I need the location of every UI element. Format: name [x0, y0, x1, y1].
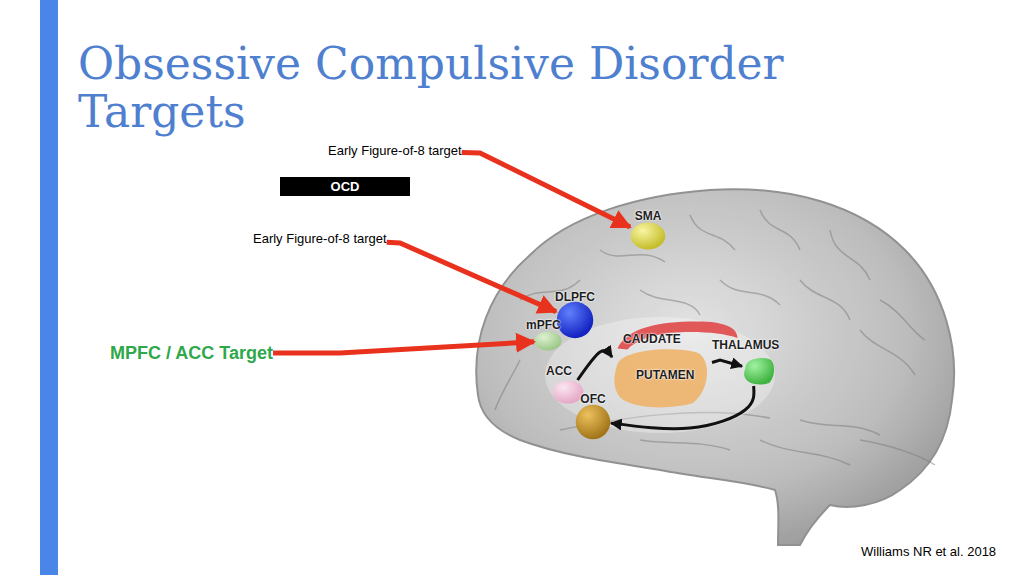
gyrus-line	[495, 360, 520, 410]
cerebellum-fissure	[860, 440, 935, 465]
region-sphere	[576, 405, 611, 440]
region-shape	[575, 404, 611, 440]
condition-box: OCD	[280, 177, 410, 196]
region-label: mPFC	[526, 318, 561, 332]
gyrus-line	[720, 280, 780, 305]
circuit-arrow	[578, 351, 612, 380]
gyrus-line	[800, 280, 850, 320]
region-label: THALAMUS	[712, 338, 779, 352]
brain-region: DLPFC	[556, 301, 594, 339]
callout-label: Early Figure-of-8 target	[253, 231, 387, 247]
region-sphere	[631, 223, 666, 250]
region-label: ACC	[546, 364, 572, 378]
circuit-arrow	[712, 360, 742, 366]
gyrus-line	[800, 420, 880, 435]
citation-text: Williams NR et al. 2018	[861, 544, 996, 559]
region-blob	[744, 358, 774, 385]
circuit-arrow	[611, 386, 754, 429]
gyrus-line	[760, 210, 800, 250]
gyrus-line	[880, 300, 925, 340]
box-label: OCD	[280, 177, 410, 196]
brain-region: SMA	[630, 222, 666, 250]
brain-gyri	[495, 210, 935, 465]
region-sphere	[557, 302, 593, 338]
brain-region: OFC	[575, 404, 611, 440]
brain-region: mPFC	[534, 331, 562, 351]
region-shape	[534, 331, 562, 351]
gyrus-line	[860, 330, 915, 375]
callout-text: Early Figure-of-8 target	[328, 143, 462, 159]
gyrus-line	[640, 440, 730, 450]
target-arrow	[273, 342, 534, 353]
region-shape	[630, 222, 666, 250]
brain-region: ACC	[552, 380, 584, 404]
callout-text: Early Figure-of-8 target	[253, 231, 387, 247]
target-arrow	[387, 242, 556, 311]
region-label: CAUDATE	[623, 332, 681, 346]
brain-region: PUTAMEN	[612, 346, 712, 410]
gyrus-line	[830, 230, 870, 280]
gyrus-line	[640, 290, 700, 315]
target-arrow	[462, 153, 630, 228]
region-sphere	[535, 331, 562, 350]
callout-label: Early Figure-of-8 target	[328, 143, 462, 159]
gyrus-line	[600, 250, 665, 262]
gyrus-line	[690, 215, 735, 250]
target-callout: MPFC / ACC Target	[110, 341, 273, 365]
brain-region: THALAMUS	[742, 356, 776, 386]
region-shape	[742, 356, 776, 386]
region-blob	[614, 349, 707, 407]
region-label: OFC	[580, 392, 605, 406]
brain-outline	[476, 189, 954, 545]
accent-bar	[40, 0, 58, 575]
region-sphere	[553, 380, 584, 403]
region-shape	[552, 380, 584, 404]
region-label: SMA	[635, 209, 662, 223]
slide-title: Obsessive Compulsive Disorder Targets	[78, 40, 838, 136]
region-label: PUTAMEN	[636, 368, 694, 382]
gyrus-line	[760, 440, 850, 465]
region-label: DLPFC	[555, 290, 595, 304]
callout-label: MPFC / ACC Target	[110, 341, 273, 365]
region-shape	[556, 301, 594, 339]
